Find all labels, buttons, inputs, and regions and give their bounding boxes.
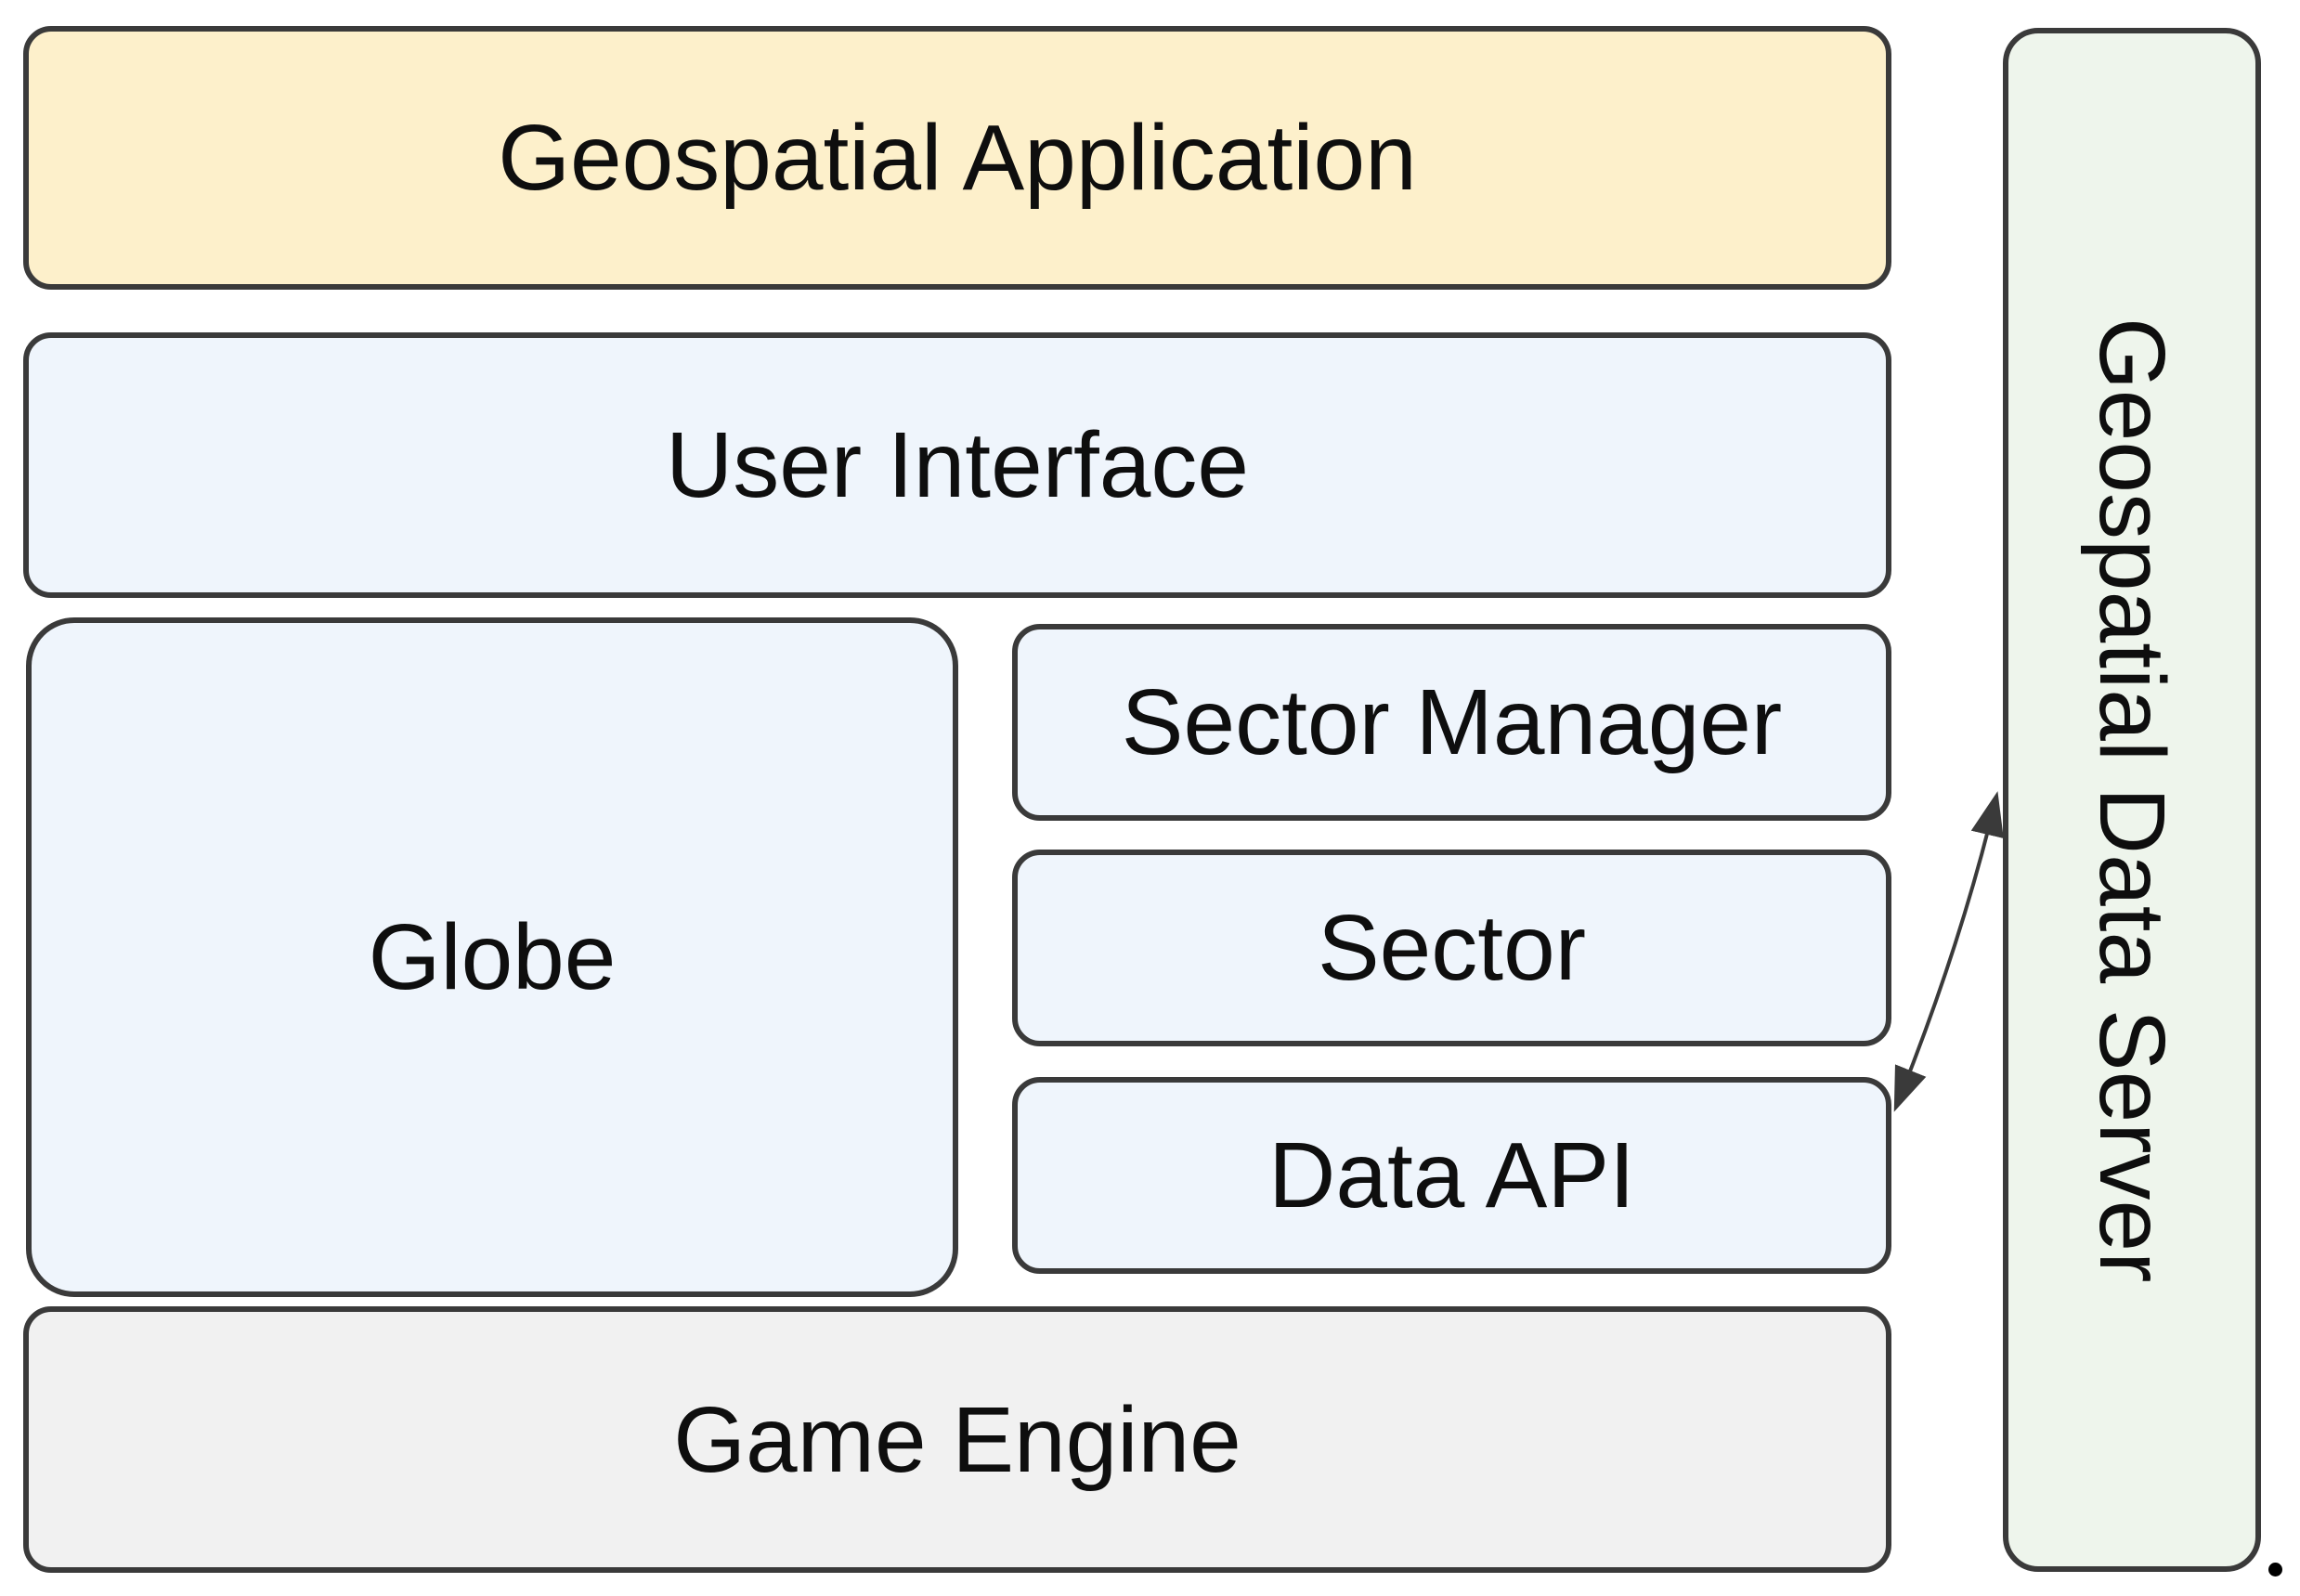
node-data-api-label: Data API <box>1268 1123 1635 1227</box>
node-sector: Sector <box>1012 850 1891 1046</box>
node-geospatial-data-server: Geospatial Data Server <box>2003 28 2261 1572</box>
node-user-interface-label: User Interface <box>665 413 1250 517</box>
node-sector-manager: Sector Manager <box>1012 624 1891 821</box>
connector-data-api-to-geospatial-data-server <box>1893 791 2004 1112</box>
node-geospatial-application: Geospatial Application <box>23 26 1891 290</box>
node-user-interface: User Interface <box>23 332 1891 598</box>
node-data-api: Data API <box>1012 1077 1891 1274</box>
node-geospatial-data-server-label: Geospatial Data Server <box>2080 317 2184 1283</box>
node-game-engine-label: Game Engine <box>673 1387 1241 1492</box>
node-globe: Globe <box>26 617 958 1297</box>
node-geospatial-application-label: Geospatial Application <box>498 106 1417 210</box>
node-sector-manager-label: Sector Manager <box>1121 670 1783 774</box>
node-game-engine: Game Engine <box>23 1306 1891 1573</box>
caption-period-dot <box>2268 1563 2282 1577</box>
node-globe-label: Globe <box>368 905 617 1009</box>
node-sector-label: Sector <box>1317 896 1586 1000</box>
